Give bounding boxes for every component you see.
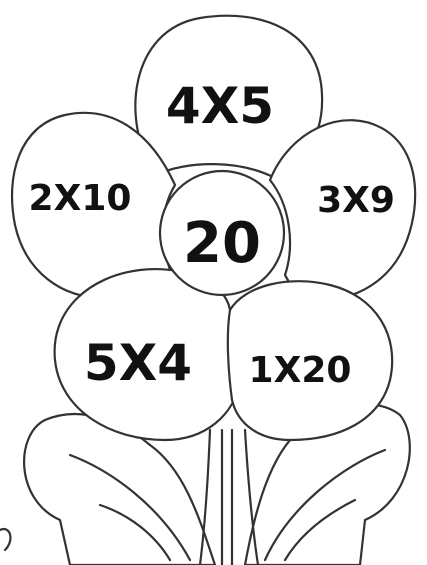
center-label: 20 (183, 211, 261, 276)
petal-top-label: 4X5 (166, 77, 274, 135)
petal-lower-right-label: 1X20 (249, 350, 352, 391)
leaf-small (0, 529, 10, 550)
petal-upper-left-label: 2X10 (29, 178, 132, 219)
petal-upper-right-label: 3X9 (317, 180, 395, 221)
petal-lower-left-label: 5X4 (84, 334, 192, 392)
